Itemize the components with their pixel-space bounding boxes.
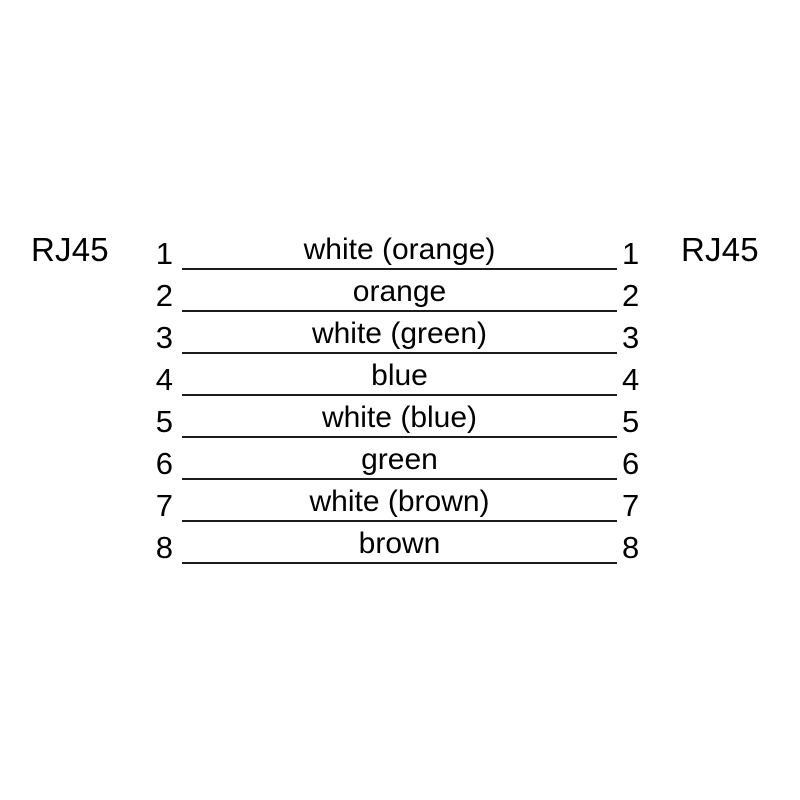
left-pin-number: 5	[155, 404, 173, 439]
wire-color-label: blue	[371, 359, 428, 392]
left-pin-number: 1	[155, 236, 173, 271]
wire-color-label: brown	[358, 527, 441, 560]
left-pin-number: 7	[155, 488, 173, 523]
wire-line	[182, 520, 617, 522]
wire-line	[182, 394, 617, 396]
right-pin-number: 3	[622, 320, 640, 355]
wire-line	[182, 310, 617, 312]
left-pin-number: 8	[155, 530, 173, 565]
left-connector-label: RJ45	[31, 231, 109, 268]
wire-line	[182, 562, 617, 564]
right-pin-number: 2	[622, 278, 640, 313]
right-pin-number: 1	[622, 236, 640, 271]
right-pin-number: 6	[622, 446, 640, 481]
wire-line	[182, 268, 617, 270]
wire-color-label: green	[361, 443, 438, 476]
right-pin-number: 4	[622, 362, 640, 397]
left-pin-number: 3	[155, 320, 173, 355]
wire-color-label: white (blue)	[321, 401, 478, 434]
left-pin-number: 4	[155, 362, 173, 397]
left-pin-number: 2	[155, 278, 173, 313]
wire-line	[182, 478, 617, 480]
wire-color-label: orange	[352, 275, 447, 308]
right-pin-number: 5	[622, 404, 640, 439]
right-pin-number: 8	[622, 530, 640, 565]
right-connector-label: RJ45	[681, 231, 759, 268]
right-pin-number: 7	[622, 488, 640, 523]
wire-line	[182, 436, 617, 438]
left-pin-number: 6	[155, 446, 173, 481]
wire-color-label: white (orange)	[303, 233, 496, 266]
wire-color-label: white (brown)	[309, 485, 490, 518]
wire-line	[182, 352, 617, 354]
wire-color-label: white (green)	[311, 317, 488, 350]
